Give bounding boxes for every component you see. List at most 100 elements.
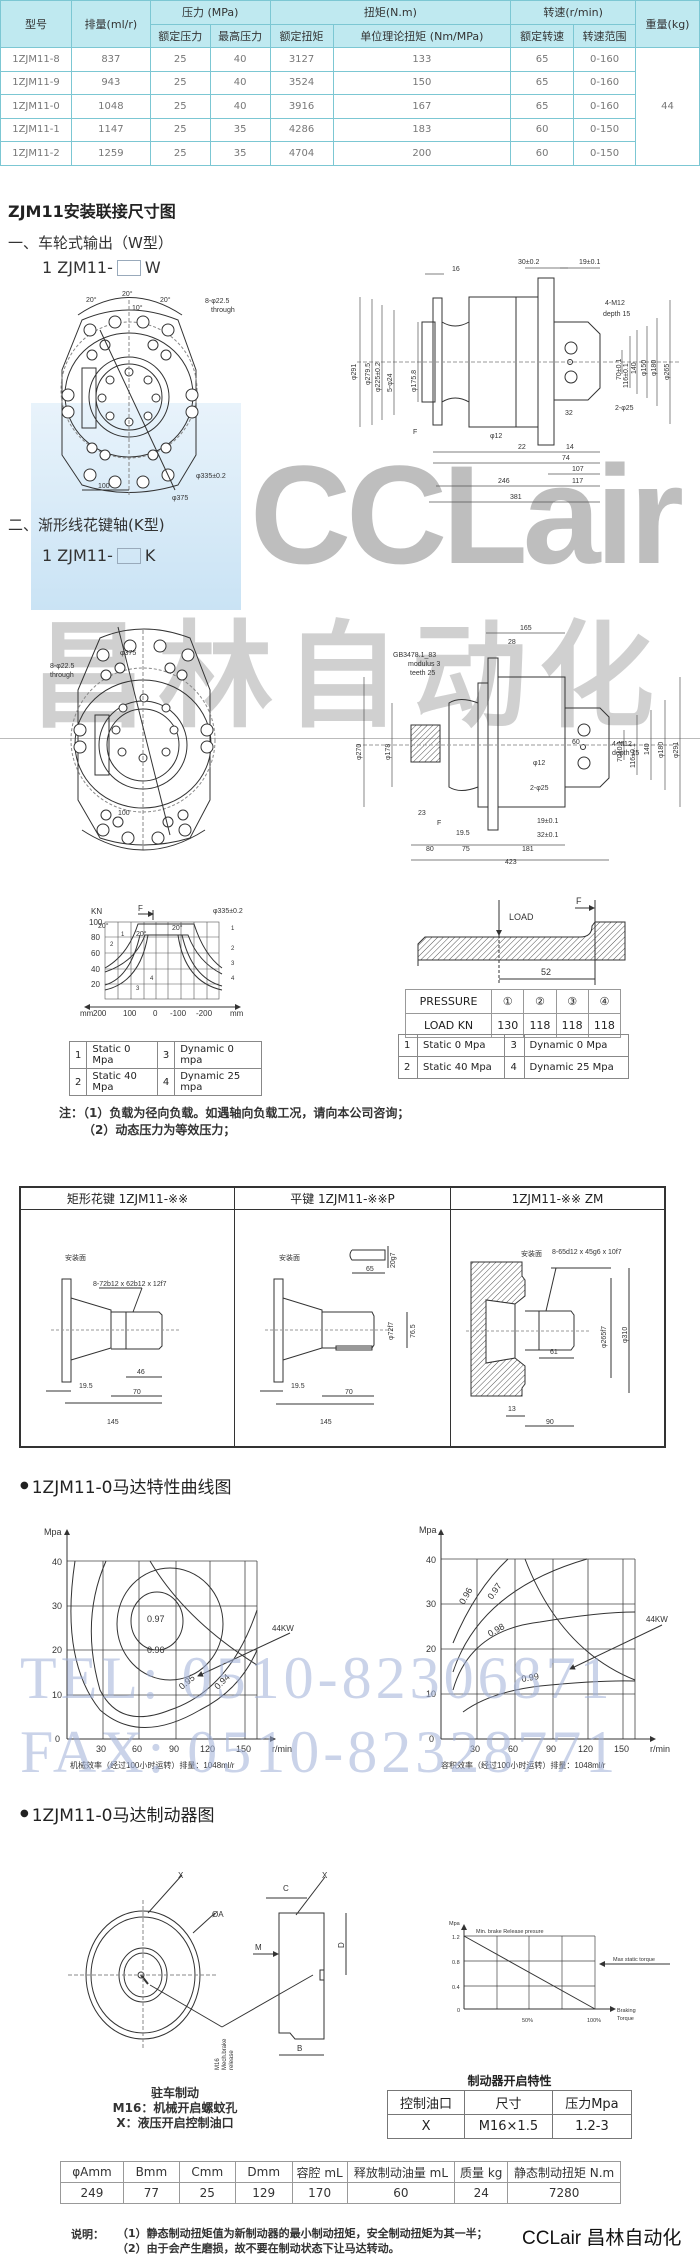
column-header: Bmm bbox=[122, 2161, 180, 2183]
svg-text:14: 14 bbox=[566, 444, 574, 451]
svg-text:M: M bbox=[255, 1943, 262, 1952]
column-header: 平键 1ZJM11-※※P bbox=[235, 1188, 450, 1210]
svg-text:20°: 20° bbox=[160, 296, 171, 304]
cell: 200 bbox=[332, 141, 512, 166]
svg-text:120: 120 bbox=[200, 1744, 215, 1754]
efficiency-chart-left bbox=[64, 1529, 291, 1742]
svg-text:φ310: φ310 bbox=[622, 1327, 629, 1343]
column-header: Cmm bbox=[178, 2161, 236, 2183]
parking-title: 驻车制动 bbox=[150, 2086, 199, 2100]
parking-line: X：液压开启控制油口 bbox=[116, 2116, 234, 2130]
svg-text:depth 15: depth 15 bbox=[612, 750, 639, 757]
legend-marker: 3 bbox=[504, 1034, 525, 1057]
svg-text:19±0.1: 19±0.1 bbox=[537, 818, 558, 825]
svg-text:22: 22 bbox=[518, 444, 526, 451]
footer-brand: CCLair 昌林自动化 bbox=[520, 2228, 684, 2250]
svg-text:teeth 25: teeth 25 bbox=[410, 670, 435, 677]
column-header: 容腔 mL bbox=[291, 2161, 348, 2183]
svg-text:φ270: φ270 bbox=[356, 744, 363, 760]
svg-text:70: 70 bbox=[345, 1389, 353, 1396]
cell: 0-150 bbox=[573, 141, 637, 166]
svg-text:D: D bbox=[337, 1942, 346, 1948]
cell: 837 bbox=[70, 47, 151, 72]
cell: LOAD KN bbox=[404, 1013, 493, 1038]
watermark-brand: CCLair bbox=[250, 436, 684, 593]
svg-text:60: 60 bbox=[508, 1744, 518, 1754]
svg-text:through: through bbox=[50, 672, 74, 679]
svg-text:32±0.1: 32±0.1 bbox=[537, 832, 558, 839]
model-blank-box bbox=[116, 259, 141, 276]
svg-text:安装面: 安装面 bbox=[521, 1249, 542, 1258]
svg-text:100%: 100% bbox=[587, 2018, 601, 2024]
legend-label: Static 40 Mpa bbox=[417, 1056, 506, 1079]
column-header: φAmm bbox=[60, 2161, 124, 2183]
cell: 183 bbox=[332, 117, 512, 142]
svg-text:74: 74 bbox=[562, 455, 570, 462]
cell: 1ZJM11-8 bbox=[0, 47, 72, 72]
legend-marker: 2 bbox=[68, 1068, 88, 1096]
cell: 24 bbox=[454, 2182, 509, 2204]
svg-text:140: 140 bbox=[631, 362, 638, 374]
legend-marker: 1 bbox=[68, 1041, 88, 1069]
svg-text:GB3478.1_83: GB3478.1_83 bbox=[393, 652, 436, 659]
svg-text:20°: 20° bbox=[86, 296, 97, 304]
svg-text:M16: M16 bbox=[215, 2058, 221, 2070]
svg-text:ØA: ØA bbox=[212, 1910, 224, 1919]
column-header: 释放制动油量 mL bbox=[346, 2161, 456, 2183]
svg-text:20°: 20° bbox=[136, 930, 147, 938]
svg-text:150: 150 bbox=[236, 1744, 251, 1754]
cell: ① bbox=[491, 989, 525, 1014]
svg-text:φ291: φ291 bbox=[673, 742, 680, 758]
svg-text:60: 60 bbox=[572, 739, 580, 746]
svg-text:机械效率（经过100小时运转）排量：1048ml/r: 机械效率（经过100小时运转）排量：1048ml/r bbox=[70, 1760, 235, 1770]
svg-text:Min. brake Release pre: Min. brake Release presure bbox=[476, 1929, 544, 1935]
svg-text:0.97: 0.97 bbox=[147, 1614, 165, 1624]
svg-text:20: 20 bbox=[52, 1645, 62, 1655]
svg-text:Max static torque: Max static torque bbox=[613, 1957, 655, 1963]
svg-text:19.5: 19.5 bbox=[291, 1383, 305, 1390]
sub-header: 转速范围 bbox=[573, 23, 637, 48]
legend-label: Dynamic 0 Mpa bbox=[523, 1034, 629, 1057]
legend-label: Static 0 Mpa bbox=[86, 1041, 158, 1069]
cell: 170 bbox=[291, 2182, 348, 2204]
svg-text:φ375: φ375 bbox=[172, 495, 188, 502]
cell: ② bbox=[523, 989, 557, 1014]
svg-text:Mpa: Mpa bbox=[419, 1525, 437, 1535]
column-header: 质量 kg bbox=[454, 2161, 509, 2183]
svg-text:145: 145 bbox=[320, 1419, 332, 1426]
cell: 4704 bbox=[269, 141, 334, 166]
svg-text:0.96: 0.96 bbox=[147, 1645, 165, 1655]
header-displacement: 排量(ml/r) bbox=[70, 0, 151, 48]
spec-table: 型号排量(ml/r)压力 (MPa)扭矩(N.m)转速(r/min)重量(kg)… bbox=[0, 0, 700, 166]
divider bbox=[0, 738, 700, 739]
load-note-1: 注：（1）负载为径向负载。如遇轴向负载工况，请向本公司咨询； bbox=[59, 1106, 410, 1120]
cell: PRESSURE bbox=[404, 989, 493, 1014]
cell: 1.2-3 bbox=[551, 2114, 633, 2139]
svg-text:40: 40 bbox=[91, 965, 100, 974]
svg-text:C: C bbox=[283, 1884, 289, 1893]
svg-text:1: 1 bbox=[231, 926, 235, 932]
svg-text:60: 60 bbox=[132, 1744, 142, 1754]
cell: 60 bbox=[510, 141, 575, 166]
svg-text:19±0.1: 19±0.1 bbox=[579, 259, 600, 266]
svg-text:4: 4 bbox=[150, 976, 154, 982]
svg-text:44KW: 44KW bbox=[272, 1624, 294, 1633]
svg-text:13: 13 bbox=[508, 1406, 516, 1413]
cell: 130 bbox=[491, 1013, 525, 1038]
svg-text:r/min: r/min bbox=[272, 1744, 292, 1754]
model-suffix: W bbox=[144, 258, 161, 277]
cell: 25 bbox=[149, 117, 211, 142]
svg-text:-200: -200 bbox=[196, 1009, 213, 1018]
load-chart bbox=[84, 910, 241, 1010]
svg-text:0.99: 0.99 bbox=[521, 1671, 540, 1684]
svg-text:3: 3 bbox=[231, 961, 235, 967]
svg-text:100: 100 bbox=[89, 918, 103, 927]
w-side-view bbox=[357, 267, 680, 503]
parking-brake-notes: 驻车制动 M16：机械开启螺蚊孔 X：液压开启控制油口 bbox=[100, 2086, 250, 2131]
column-header: 1ZJM11-※※ ZM bbox=[451, 1188, 664, 1210]
svg-text:0.4: 0.4 bbox=[452, 1985, 460, 1991]
cell: 118 bbox=[555, 1013, 589, 1038]
